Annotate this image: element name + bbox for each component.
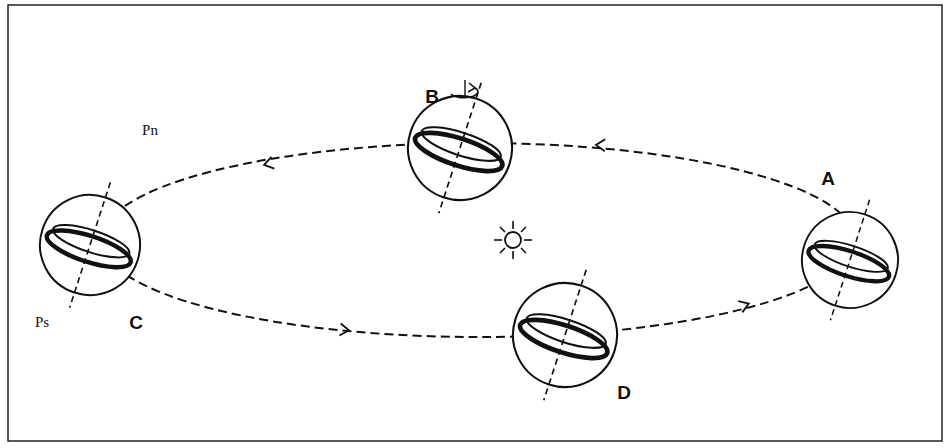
position-label: Pn bbox=[142, 123, 158, 138]
earth-globe bbox=[389, 67, 530, 230]
earth-globe bbox=[22, 167, 158, 323]
frame bbox=[8, 5, 942, 441]
position-label: B bbox=[425, 87, 439, 106]
sun-symbol bbox=[494, 221, 532, 259]
orbit-arrow bbox=[738, 298, 751, 312]
orbit-arrow bbox=[596, 139, 605, 151]
position-label: D bbox=[617, 383, 631, 402]
earth-globe bbox=[785, 185, 915, 335]
position-label: A bbox=[821, 169, 835, 188]
earth-globe bbox=[494, 254, 635, 417]
orbit-arrow bbox=[339, 324, 349, 337]
rotation-arrow bbox=[451, 80, 478, 98]
position-label: Ps bbox=[35, 315, 49, 330]
position-label: C bbox=[129, 313, 143, 332]
orbit-arrow bbox=[263, 157, 275, 171]
